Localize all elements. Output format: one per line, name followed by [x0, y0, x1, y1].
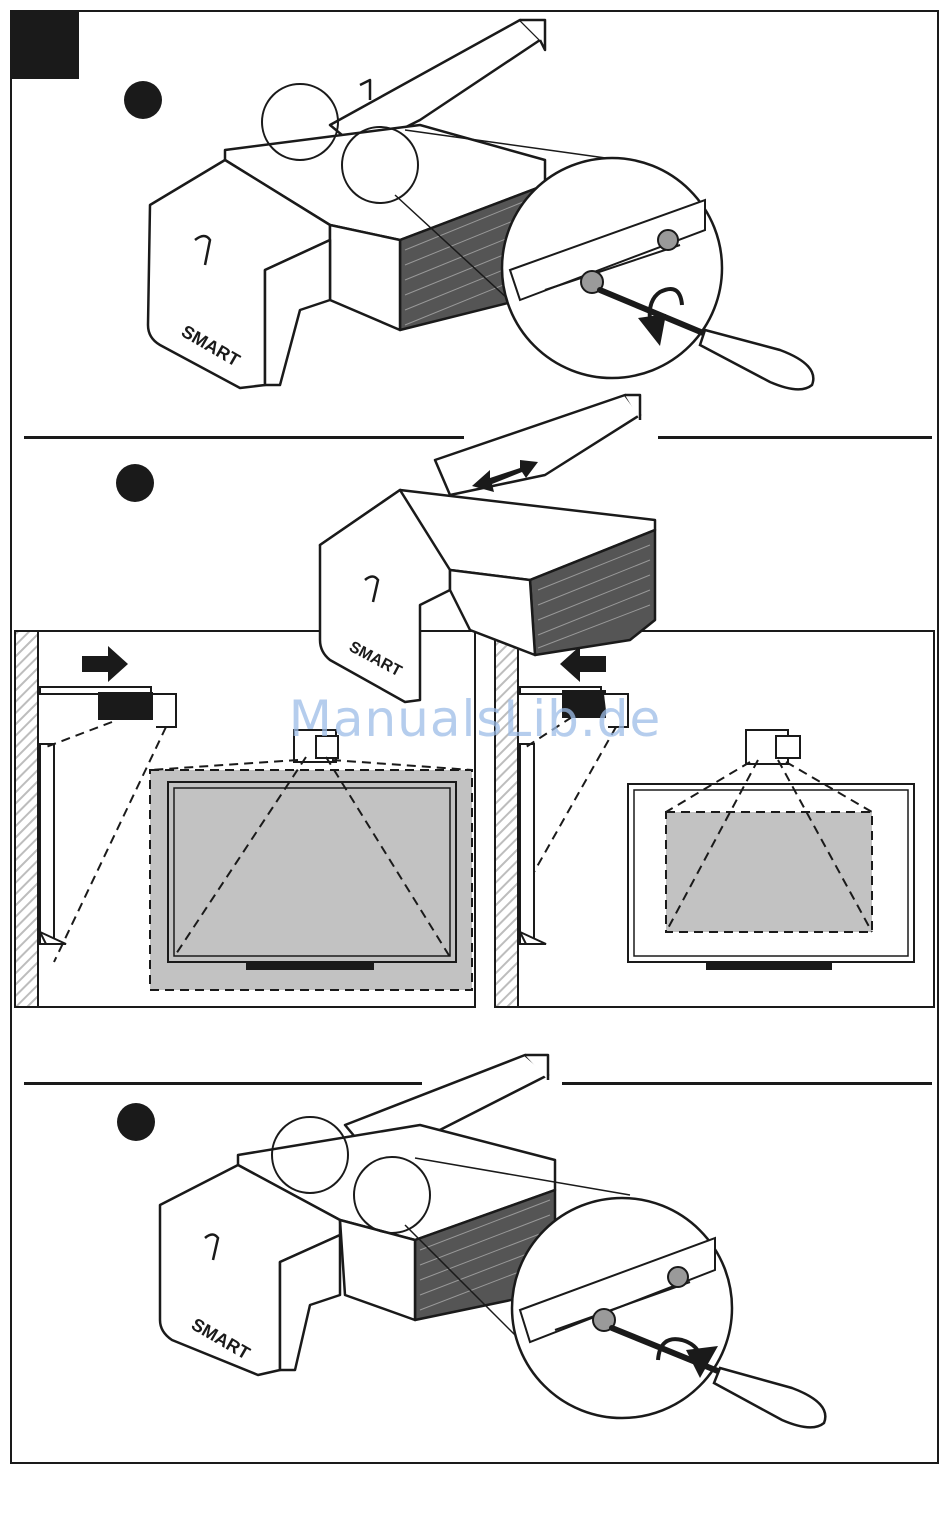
step-2-illustration: SMART: [0, 390, 950, 710]
step-3-illustration: SMART: [0, 1050, 950, 1450]
step-1-illustration: SMART: [0, 0, 950, 420]
